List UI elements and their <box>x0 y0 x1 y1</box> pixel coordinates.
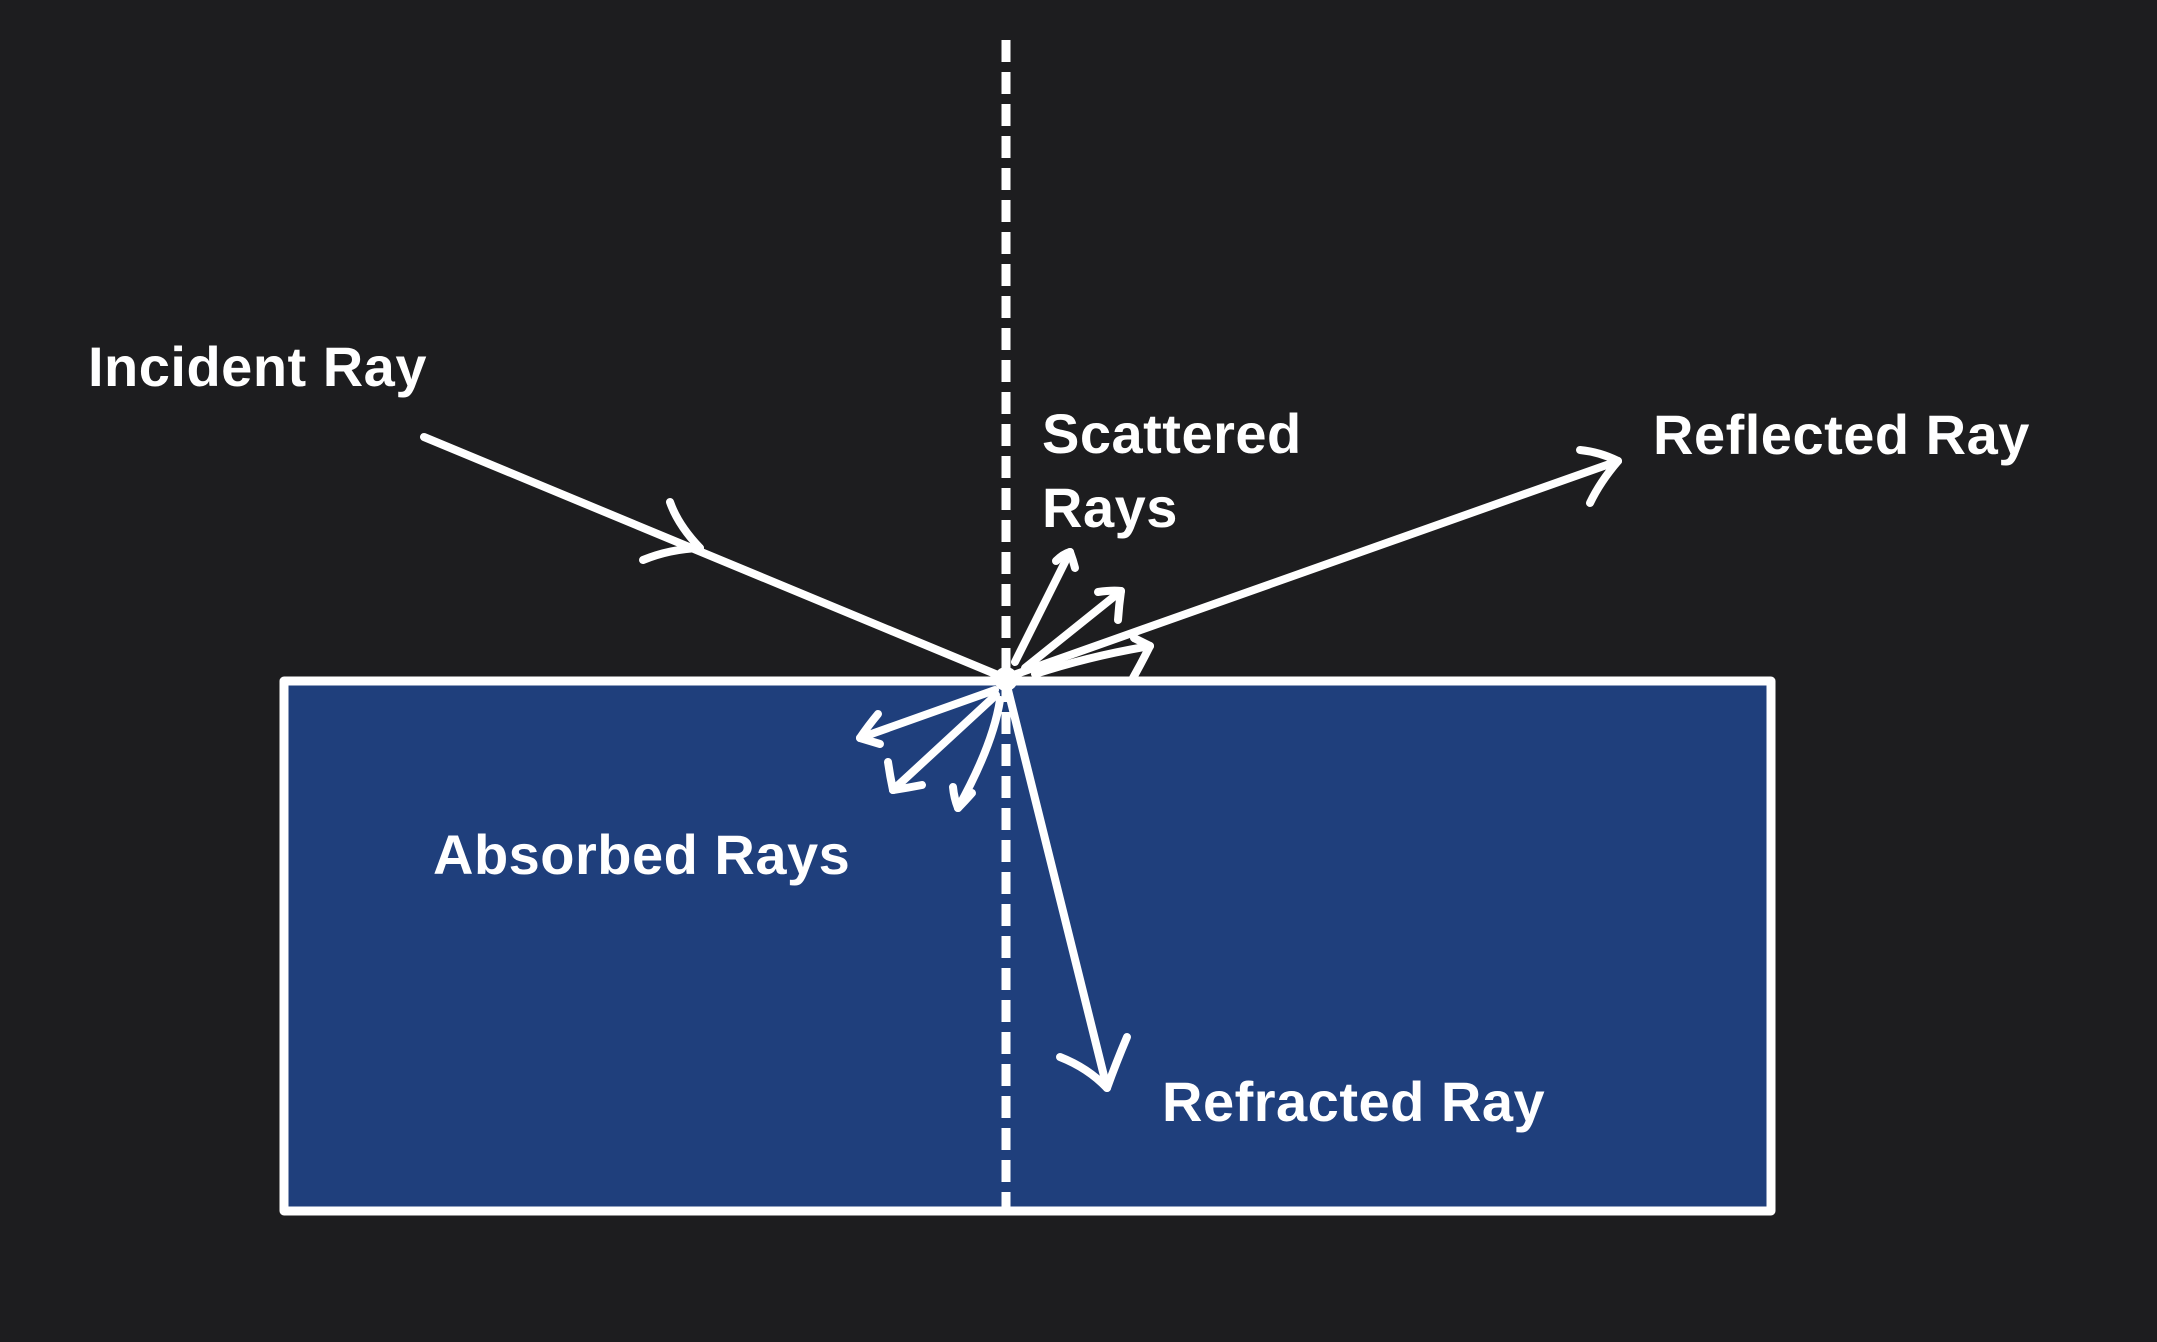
refracted-ray-arrow <box>1001 674 1131 1092</box>
incidence-point <box>994 667 1018 691</box>
scattered-rays-label: Scattered Rays <box>1042 397 1302 545</box>
absorbed-ray-arrow <box>949 696 1004 812</box>
incident-ray-arrow <box>420 433 1009 682</box>
scattered-ray-arrow <box>1021 586 1125 672</box>
reflected-ray-arrow <box>1001 446 1622 682</box>
scattered-label-line1: Scattered <box>1042 402 1302 465</box>
scattered-ray-arrow <box>1031 634 1154 682</box>
absorbed-rays-label: Absorbed Rays <box>433 823 851 886</box>
scattered-rays <box>1011 548 1154 682</box>
absorbed-ray-arrow <box>884 691 1000 794</box>
absorbed-rays <box>856 686 1004 812</box>
scattered-label-line2: Rays <box>1042 476 1178 539</box>
scattered-ray-arrow <box>1011 548 1079 666</box>
absorbed-ray-arrow <box>856 686 999 748</box>
reflected-ray-label: Reflected Ray <box>1653 403 2030 466</box>
incident-ray-label: Incident Ray <box>88 335 427 398</box>
refracted-ray-label: Refracted Ray <box>1162 1070 1546 1133</box>
